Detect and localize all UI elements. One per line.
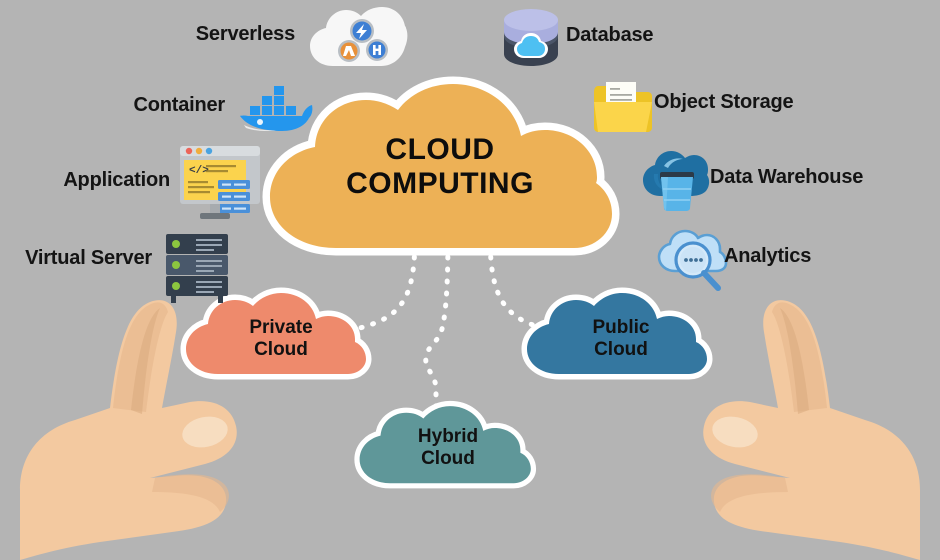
label-serverless: Serverless: [195, 23, 295, 45]
folder-document-icon: [594, 82, 652, 132]
label-object-storage: Object Storage: [654, 91, 794, 113]
label-container: Container: [133, 94, 225, 116]
label-application: Application: [63, 169, 170, 191]
hybrid-cloud-shape[interactable]: [352, 400, 547, 493]
svg-text:</>: </>: [189, 165, 209, 177]
cloud-magnifier-icon: [657, 229, 728, 291]
left-hand: [20, 300, 237, 560]
label-virtual-server: Virtual Server: [25, 247, 152, 269]
main-cloud-shape: [262, 76, 620, 256]
connector-to-hybrid-cloud: [423, 230, 451, 428]
right-hand: [703, 300, 920, 560]
server-rack-icon: [166, 234, 228, 303]
public-cloud-shape[interactable]: [519, 287, 724, 382]
private-cloud-shape[interactable]: [178, 287, 383, 382]
label-data-warehouse: Data Warehouse: [710, 166, 864, 188]
docker-whale-icon: [240, 86, 313, 132]
cloud-bucket-icon: [643, 151, 710, 211]
hands-layer: [20, 300, 920, 560]
serverless-cloud-icon: [310, 7, 408, 66]
label-database: Database: [566, 24, 654, 46]
code-window-icon: </>: [180, 146, 260, 219]
database-cylinder-icon: [504, 9, 558, 66]
label-analytics: Analytics: [724, 245, 812, 267]
